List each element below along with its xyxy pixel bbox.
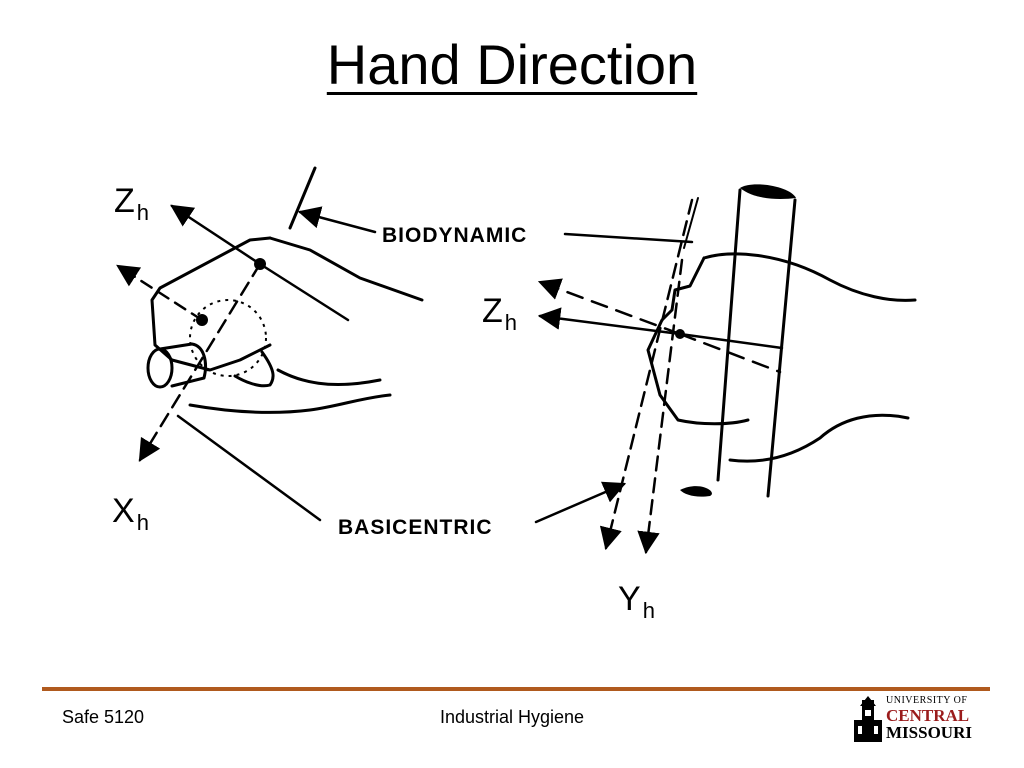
left-hand-drawing [118, 168, 422, 460]
biodynamic-callout: BIODYNAMIC [382, 224, 527, 247]
basicentric-callout: BASICENTRIC [338, 516, 493, 539]
callout-leaders [178, 212, 692, 522]
x-axis-label-left: Xh [112, 492, 149, 535]
z-axis-label-left: Zh [114, 182, 149, 225]
logo-wordmark: UNIVERSITY OF CENTRAL MISSOURI [886, 696, 978, 741]
slide-title-text: Hand Direction [327, 33, 697, 96]
hand-direction-illustration: Zh Xh Zh Yh BIODYNAMIC BASICENTRIC [100, 120, 980, 640]
logo-line1: UNIVERSITY OF [886, 696, 978, 706]
logo-line2: CENTRAL [886, 707, 978, 724]
y-axis-label-right: Yh [618, 580, 655, 623]
hand-direction-diagram: Zh Xh Zh Yh BIODYNAMIC BASICENTRIC [100, 120, 980, 640]
z-axis-label-right: Zh [482, 292, 517, 335]
logo-line3: MISSOURI [886, 724, 978, 741]
university-logo: UNIVERSITY OF CENTRAL MISSOURI [852, 696, 976, 746]
footer-subject-text: Industrial Hygiene [440, 707, 584, 727]
slide-title: Hand Direction [0, 30, 1024, 100]
footer-divider [42, 687, 990, 691]
clock-tower-icon [852, 696, 884, 746]
